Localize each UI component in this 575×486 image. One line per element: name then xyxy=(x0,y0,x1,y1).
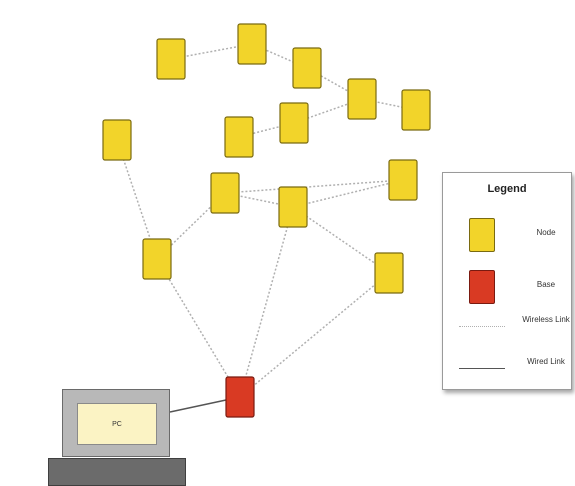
pc-screen: PC xyxy=(77,403,157,445)
legend-wired-label: Wired Link xyxy=(527,357,565,366)
node-n3 xyxy=(292,47,322,89)
legend-base-swatch xyxy=(469,270,495,304)
node-n14 xyxy=(374,252,404,294)
node-n10 xyxy=(210,172,240,214)
wireless-link xyxy=(292,206,390,274)
node-n8 xyxy=(102,119,132,161)
legend-wireless-label: Wireless Link xyxy=(522,315,570,324)
node-n7 xyxy=(224,116,254,158)
legend-node-label: Node xyxy=(536,228,556,237)
node-n6 xyxy=(279,102,309,144)
pc-keyboard-base xyxy=(48,458,186,486)
node-n12 xyxy=(278,186,308,228)
node-n11 xyxy=(142,238,172,280)
node-n4 xyxy=(347,78,377,120)
wireless-link xyxy=(239,206,294,398)
node-n1 xyxy=(156,38,186,80)
legend-node-swatch xyxy=(469,218,495,252)
base-node xyxy=(225,376,255,418)
wireless-link xyxy=(224,179,404,194)
legend-base-label: Base xyxy=(536,280,556,289)
wireless-link xyxy=(292,179,404,208)
legend-title: Legend xyxy=(487,183,527,195)
pc-label: PC xyxy=(112,420,122,428)
legend-wired-line xyxy=(459,368,505,369)
wireless-link xyxy=(239,272,390,398)
node-n5 xyxy=(401,89,431,131)
node-n9 xyxy=(388,159,418,201)
legend: Legend Node Base Wireless Link Wired Lin… xyxy=(442,172,572,390)
wireless-link xyxy=(156,258,241,398)
node-n2 xyxy=(237,23,267,65)
legend-wireless-line xyxy=(459,326,505,327)
